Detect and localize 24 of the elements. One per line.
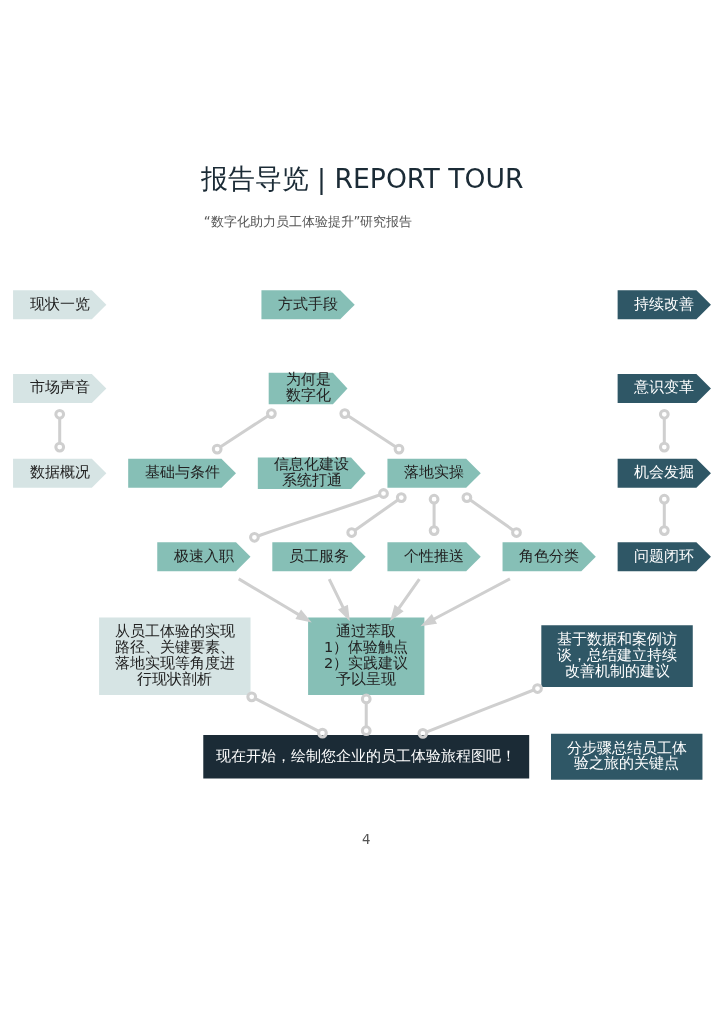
node-box: 基于数据和案例访谈，总结建立持续改善机制的建议	[541, 625, 693, 688]
arrow	[420, 577, 511, 627]
connector	[360, 693, 372, 737]
connector	[54, 408, 66, 453]
node-box: 现在开始，绘制您企业的员工体验旅程图吧！	[203, 734, 530, 779]
label: 4	[362, 831, 371, 847]
connector	[346, 492, 407, 538]
node-box: 从员工体验的实现路径、关键要素、落地实现等角度进行现状剖析	[99, 617, 251, 695]
connector	[211, 408, 277, 455]
label: “数字化助力员工体验提升”研究报告	[203, 213, 413, 229]
connector	[339, 408, 405, 455]
arrow	[237, 577, 312, 623]
connector	[428, 493, 440, 536]
connector	[246, 691, 328, 739]
node-box: 通过萃取 1）体验触点 2）实践建议 予以呈现	[308, 617, 425, 695]
arrow	[390, 578, 421, 621]
connector	[249, 488, 389, 543]
connector	[658, 493, 670, 536]
arrow	[327, 578, 350, 622]
connector	[461, 492, 522, 538]
diagram-title: 报告导览 | REPORT TOUR	[200, 163, 524, 195]
node-box: 分步骤总结员工体验之旅的关键点	[551, 733, 703, 780]
connector	[658, 408, 670, 453]
connector	[417, 683, 543, 739]
